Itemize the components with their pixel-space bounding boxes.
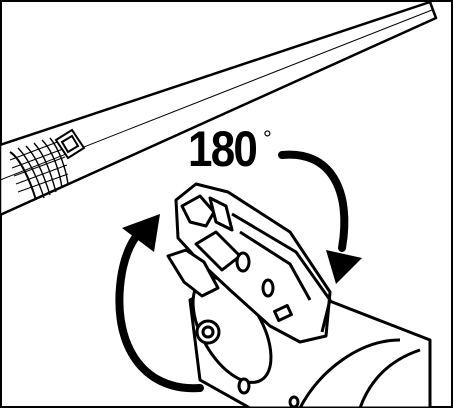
- shaft-grip: [9, 137, 69, 201]
- degree-symbol: °: [263, 126, 272, 151]
- shaft-latch: [54, 128, 86, 160]
- rotation-arrows: [115, 150, 362, 393]
- rotation-angle-label: 180: [188, 121, 258, 177]
- arrow-clockwise-left: [115, 228, 204, 393]
- arrowhead-down-icon: [326, 250, 362, 284]
- pole-shaft: [0, 0, 438, 217]
- arrowhead-up-icon: [122, 214, 160, 252]
- arrow-clockwise-top: [278, 150, 349, 252]
- tool-head: [166, 182, 432, 408]
